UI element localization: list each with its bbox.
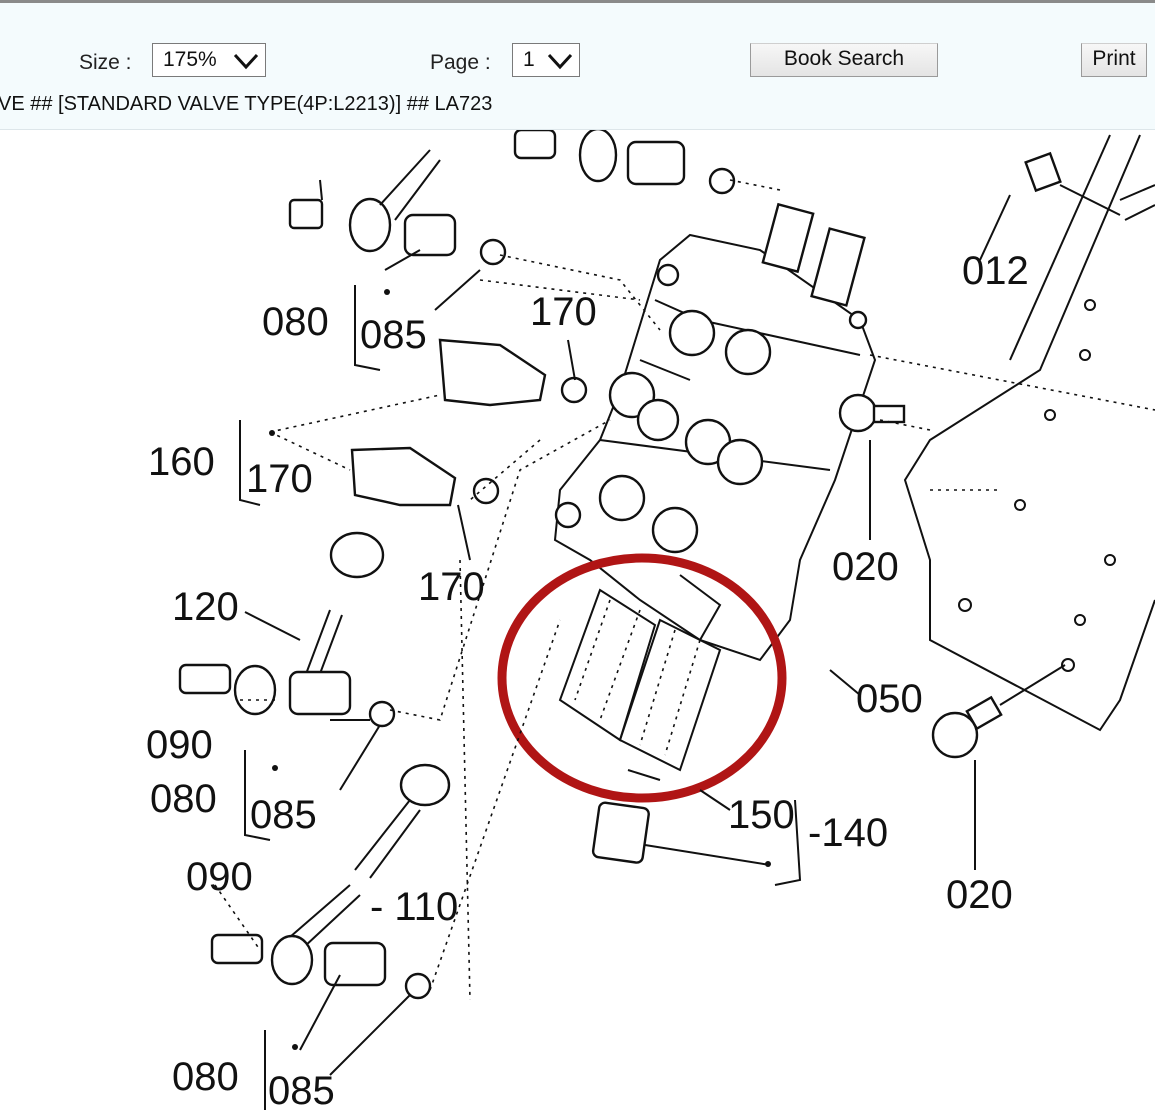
chevron-down-icon xyxy=(233,53,259,70)
parts-diagram: 012 080 085 170 160 170 170 020 120 050 … xyxy=(146,130,1155,1113)
callout-080: 080 xyxy=(172,1055,239,1099)
callout-170: 170 xyxy=(246,457,313,501)
callout-012: 012 xyxy=(962,249,1029,293)
callout-090: 090 xyxy=(146,723,213,767)
fitting-bottom xyxy=(591,769,771,866)
breadcrumb: VE ## [STANDARD VALVE TYPE(4P:L2213)] ##… xyxy=(0,93,493,115)
left-fittings xyxy=(178,130,736,1000)
book-search-button[interactable]: Book Search xyxy=(750,43,938,77)
callout-120: 120 xyxy=(172,585,239,629)
bracket-plate xyxy=(903,134,1155,732)
callout-labels: 012 080 085 170 160 170 170 020 120 050 … xyxy=(146,249,1029,1113)
callout-020: 020 xyxy=(946,873,1013,917)
page-select-value: 1 xyxy=(523,48,535,71)
print-button[interactable]: Print xyxy=(1081,43,1147,77)
leader-lines xyxy=(214,179,1155,1110)
bolts-020 xyxy=(838,151,1062,759)
size-select[interactable]: 175% xyxy=(152,43,266,77)
callout-085: 085 xyxy=(268,1069,335,1113)
chevron-down-icon xyxy=(547,53,573,70)
page-label: Page : xyxy=(430,51,491,74)
callout-085: 085 xyxy=(250,793,317,837)
spool-caps xyxy=(558,574,722,772)
callout-020: 020 xyxy=(832,545,899,589)
callout-170: 170 xyxy=(530,290,597,334)
callout-150: 150 xyxy=(728,793,795,837)
callout-170: 170 xyxy=(418,565,485,609)
callout-085: 085 xyxy=(360,313,427,357)
size-label: Size : xyxy=(79,51,132,74)
callout-050: 050 xyxy=(856,677,923,721)
toolbar: Size : 175% Page : 1 Book Search Print V… xyxy=(0,0,1155,130)
callout-140: -140 xyxy=(808,811,888,855)
callout-090: 090 xyxy=(186,855,253,899)
callout-110: - 110 xyxy=(370,885,458,929)
callout-080: 080 xyxy=(150,777,217,821)
control-valve-body xyxy=(553,202,877,662)
highlight-circle xyxy=(497,553,787,803)
callout-160: 160 xyxy=(148,440,215,484)
size-select-value: 175% xyxy=(163,48,217,71)
callout-080: 080 xyxy=(262,300,329,344)
page-select[interactable]: 1 xyxy=(512,43,580,77)
